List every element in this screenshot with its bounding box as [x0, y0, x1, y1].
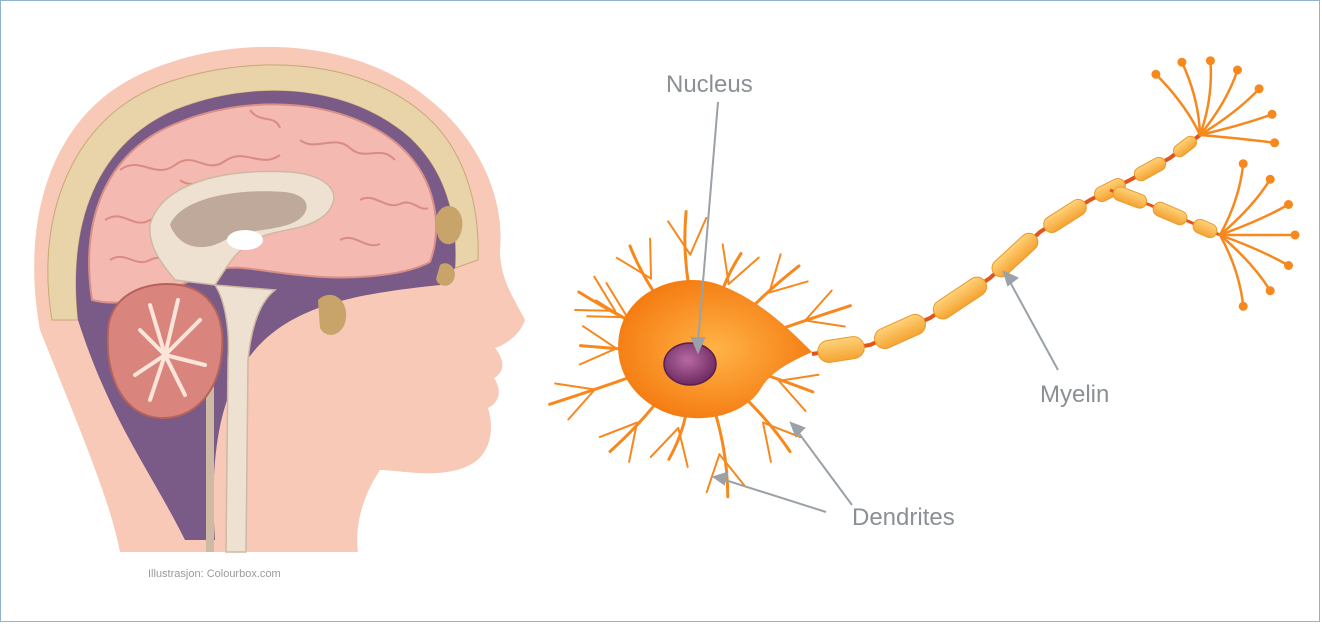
dendrites-pointer-lower — [725, 480, 826, 512]
dendrites-arrowhead-lower — [714, 473, 727, 484]
soma — [618, 280, 812, 418]
dendrite-twig — [707, 454, 720, 492]
myelin-pointer — [1010, 282, 1058, 370]
dendrite-twig — [763, 423, 771, 462]
neuron — [550, 56, 1300, 497]
terminal-bouton — [1266, 175, 1275, 184]
dendrite-twig — [580, 348, 617, 364]
myelin-sheath — [1041, 196, 1090, 235]
terminal-branch — [1220, 205, 1289, 236]
myelin-sheath — [816, 335, 866, 364]
dendrite-twig — [690, 218, 706, 255]
terminal-bouton — [1270, 138, 1279, 147]
myelin-sheath — [1132, 155, 1168, 183]
nucleus-label: Nucleus — [666, 71, 753, 98]
terminal-branch — [1200, 135, 1275, 143]
myelin-sheath — [930, 273, 991, 322]
dendrites-label: Dendrites — [852, 504, 955, 531]
dendrite-twig — [651, 428, 679, 457]
terminal-branch — [1220, 235, 1289, 266]
terminal-branch — [1156, 74, 1200, 135]
myelin-label: Myelin — [1040, 381, 1109, 408]
myelin-sheath — [1171, 134, 1199, 159]
terminal-bouton — [1255, 84, 1264, 93]
terminal-bouton — [1291, 231, 1300, 240]
terminal-bouton — [1284, 200, 1293, 209]
myelin-sheath — [871, 311, 929, 352]
myelin-sheath — [1191, 217, 1219, 240]
dendrite-twig — [668, 221, 690, 254]
head-cross-section — [34, 47, 525, 552]
axon — [812, 134, 1220, 364]
dendrite-twig — [805, 321, 845, 327]
dendrite-twig — [650, 239, 651, 279]
dendrite-twig — [723, 244, 729, 284]
axon-terminals — [1151, 56, 1299, 311]
terminal-bouton — [1233, 66, 1242, 75]
terminal-bouton — [1239, 159, 1248, 168]
myelin-sheath — [988, 230, 1041, 281]
terminal-bouton — [1284, 261, 1293, 270]
terminal-branch — [1200, 70, 1238, 135]
dendrite-twig — [617, 258, 651, 279]
terminal-branch — [1200, 114, 1272, 135]
nucleus — [664, 343, 716, 385]
dendrite-twig — [555, 384, 595, 390]
terminal-bouton — [1268, 110, 1277, 119]
myelin-sheath — [1111, 185, 1148, 210]
terminal-bouton — [1206, 56, 1215, 65]
myelin-sheath — [1151, 200, 1189, 227]
dendrite-twig — [729, 258, 759, 285]
spinal-canal — [206, 380, 214, 552]
dendrite-twig — [678, 428, 687, 467]
terminal-bouton — [1266, 286, 1275, 295]
image-credit: Illustrasjon: Colourbox.com — [148, 568, 281, 580]
dendrites-pointer-upper — [798, 432, 852, 505]
thalamus — [227, 230, 263, 250]
myelin-arrowhead — [1004, 272, 1017, 285]
terminal-bouton — [1239, 302, 1248, 311]
terminal-bouton — [1151, 70, 1160, 79]
dendrite-twig — [779, 375, 819, 381]
terminal-bouton — [1177, 58, 1186, 67]
dendrite-twig — [575, 310, 615, 311]
terminal-branch — [1182, 62, 1200, 135]
